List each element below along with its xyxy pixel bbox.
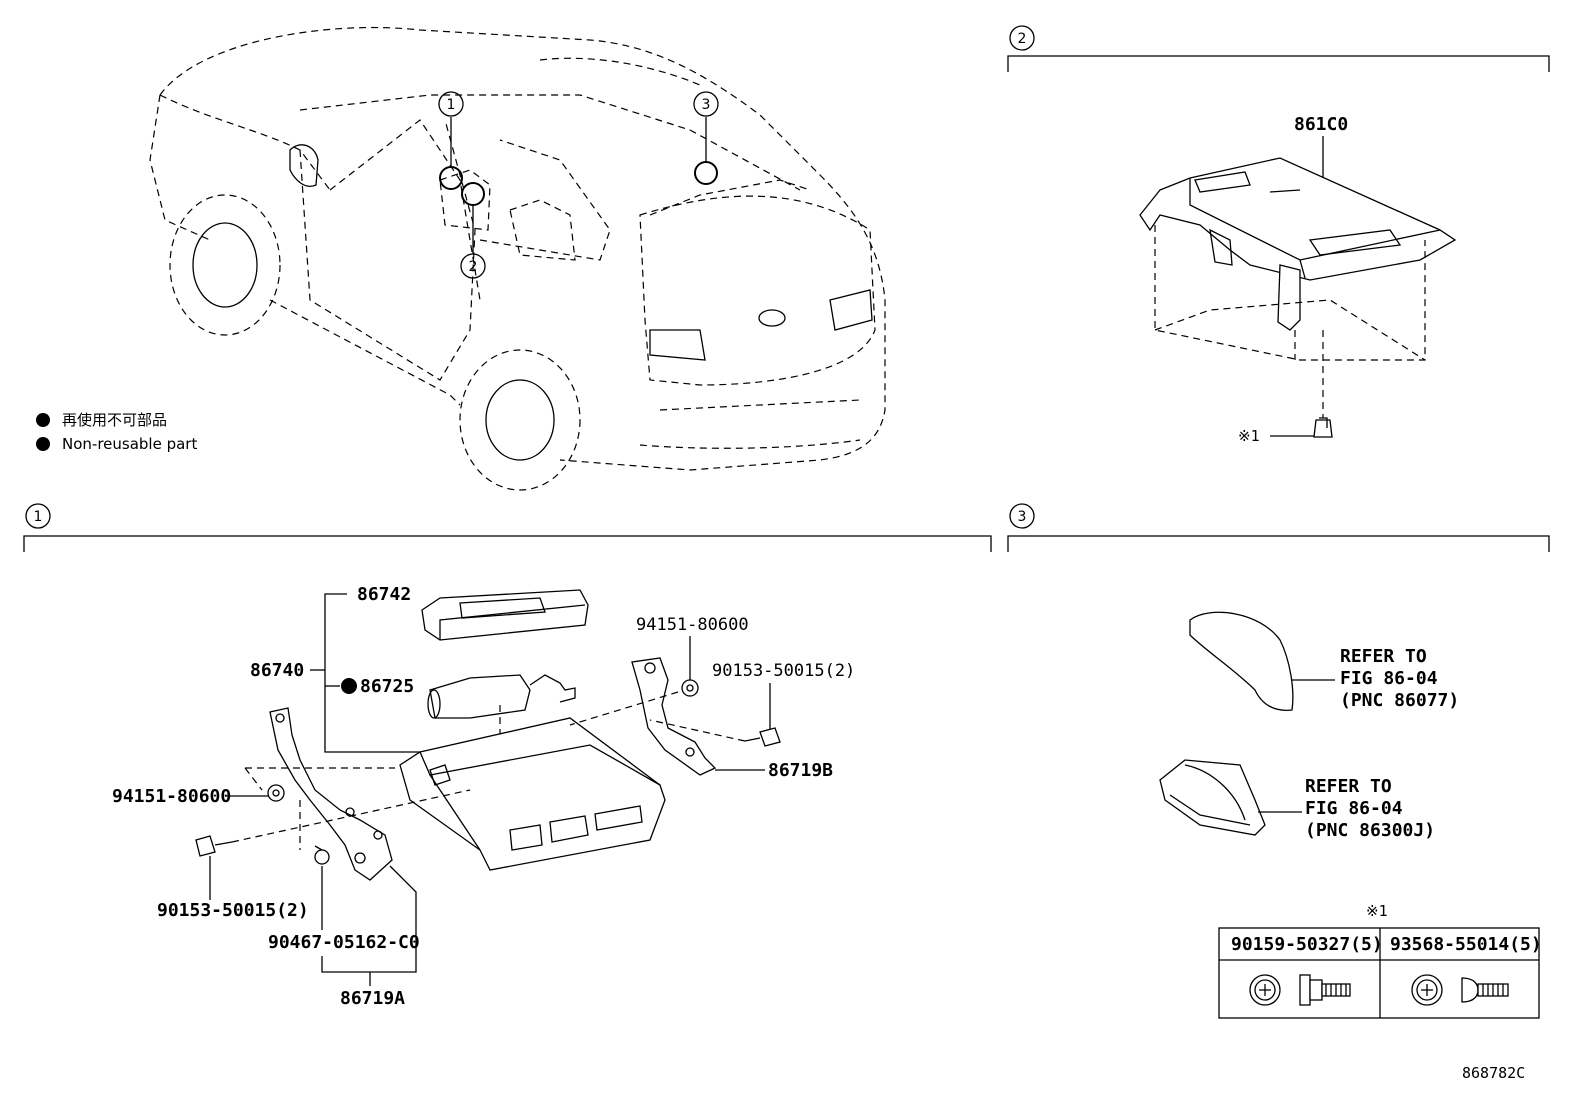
legend-en: Non-reusable part xyxy=(62,435,197,453)
part-86740-unit xyxy=(399,717,666,871)
part-86740-label: 86740 xyxy=(250,660,304,681)
ref2-line3: (PNC 86300J) xyxy=(1305,820,1435,841)
legend: 再使用不可部品 Non-reusable part xyxy=(36,411,197,453)
section-3: 3 REFER TO FIG 86-04 (PNC 86077) REFER T… xyxy=(1007,503,1550,841)
fastener-table: ※1 90159-50327(5) 93568-55014(5) xyxy=(1218,902,1542,1019)
pin-icon xyxy=(314,845,330,865)
clip-nut-icon xyxy=(267,784,285,802)
figure-code: 868782C xyxy=(1462,1064,1525,1082)
shark-fin-antenna xyxy=(1189,611,1294,711)
bolt-icon xyxy=(1313,417,1333,438)
antenna-base-unit xyxy=(1159,759,1266,836)
part-86742-cover xyxy=(421,589,589,641)
legend-jp: 再使用不可部品 xyxy=(62,411,167,429)
part-86742-label: 86742 xyxy=(357,584,411,605)
part-86725-label: 86725 xyxy=(360,676,414,697)
part-86719A-label: 86719A xyxy=(340,988,405,1009)
non-reusable-dot-icon xyxy=(36,437,50,451)
flange-bolt-side-icon xyxy=(1299,974,1351,1006)
callout-1: 1 xyxy=(447,97,456,113)
part-86725-battery xyxy=(427,674,576,719)
ref2-line2: FIG 86-04 xyxy=(1305,798,1403,819)
ref1-line2: FIG 86-04 xyxy=(1340,668,1438,689)
ref1-line3: (PNC 86077) xyxy=(1340,690,1459,711)
section-2: 2 861C0 ※1 xyxy=(1007,25,1550,445)
part-90153-left-label: 90153-50015(2) xyxy=(157,900,309,921)
fastener-col1: 90159-50327(5) xyxy=(1231,934,1383,955)
location-marker-3 xyxy=(694,161,718,185)
phillips-bolt-head-icon xyxy=(1249,974,1281,1006)
callout-3: 3 xyxy=(702,97,711,113)
section-1-number: 1 xyxy=(34,509,43,525)
part-861C0-label: 861C0 xyxy=(1294,114,1348,135)
phillips-screw-head-icon xyxy=(1411,974,1443,1006)
part-90153-right-label: 90153-50015(2) xyxy=(712,661,855,681)
section-3-number: 3 xyxy=(1018,509,1027,525)
part-90467-label: 90467-05162-C0 xyxy=(268,932,420,953)
ref1-line1: REFER TO xyxy=(1340,646,1427,667)
section-1: 1 86742 86725 86740 xyxy=(23,503,992,1009)
section-2-number: 2 xyxy=(1018,31,1027,47)
bolt-icon xyxy=(744,727,781,747)
clip-nut-icon xyxy=(681,679,699,697)
non-reusable-dot-icon xyxy=(341,678,357,694)
fastener-col2: 93568-55014(5) xyxy=(1390,934,1542,955)
ref2-line1: REFER TO xyxy=(1305,776,1392,797)
section-2-mark: ※1 xyxy=(1238,427,1260,445)
fastener-table-mark: ※1 xyxy=(1366,902,1388,920)
part-86719B-bracket xyxy=(631,657,717,776)
bolt-icon xyxy=(195,835,233,857)
part-94151-top-label: 94151-80600 xyxy=(636,615,749,635)
part-94151-left-label: 94151-80600 xyxy=(112,786,231,807)
callout-2: 2 xyxy=(469,259,478,275)
vehicle-illustration: 1 2 3 xyxy=(149,26,886,491)
screw-side-icon xyxy=(1461,977,1509,1003)
part-86719A-bracket xyxy=(269,707,393,881)
non-reusable-dot-icon xyxy=(36,413,50,427)
module-861C0 xyxy=(1139,157,1457,331)
part-86719B-label: 86719B xyxy=(768,760,833,781)
